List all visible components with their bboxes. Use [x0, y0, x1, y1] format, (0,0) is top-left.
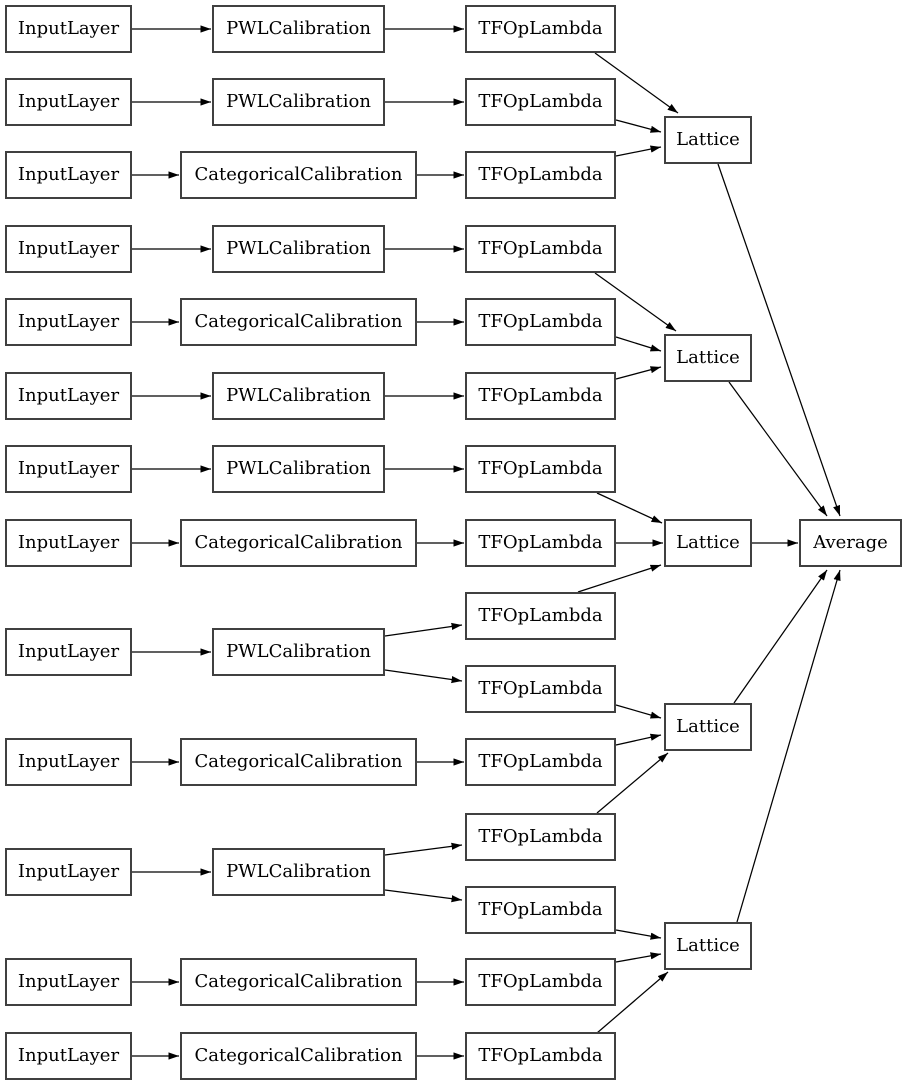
node-lattice-lat4: Lattice: [664, 703, 752, 751]
node-tfoplambda-tf12: TFOpLambda: [465, 813, 616, 861]
node-pwlcalibration-cal4: PWLCalibration: [212, 225, 385, 273]
node-categoricalcalibration-cal5: CategoricalCalibration: [180, 298, 417, 346]
node-tfoplambda-tf4: TFOpLambda: [465, 225, 616, 273]
edge-tf13-lat5: [615, 929, 662, 940]
edge-lat5-avg: [736, 569, 841, 923]
node-tfoplambda-tf9: TFOpLambda: [465, 592, 616, 640]
edge-lat2-avg: [728, 381, 828, 517]
edge-tf14-lat5: [615, 952, 662, 963]
node-inputlayer-in9: InputLayer: [5, 628, 132, 676]
node-tfoplambda-tf2: TFOpLambda: [465, 78, 616, 126]
node-inputlayer-in12: InputLayer: [5, 958, 132, 1006]
node-pwlcalibration-cal11: PWLCalibration: [212, 848, 385, 896]
edge-tf9-lat3: [577, 564, 662, 593]
node-average-avg: Average: [799, 519, 902, 567]
node-inputlayer-in4: InputLayer: [5, 225, 132, 273]
node-inputlayer-in10: InputLayer: [5, 738, 132, 786]
node-inputlayer-in5: InputLayer: [5, 298, 132, 346]
edge-tf15-lat5: [596, 971, 669, 1034]
node-inputlayer-in13: InputLayer: [5, 1032, 132, 1080]
edge-tf4-lat2: [594, 272, 677, 332]
edge-tf5-lat2: [615, 336, 662, 352]
node-tfoplambda-tf11: TFOpLambda: [465, 738, 616, 786]
edge-tf12-lat4: [596, 752, 669, 814]
node-categoricalcalibration-cal13: CategoricalCalibration: [180, 1032, 417, 1080]
node-inputlayer-in1: InputLayer: [5, 5, 132, 53]
node-lattice-lat2: Lattice: [664, 334, 752, 382]
edge-cal11-tf12: [384, 842, 463, 856]
node-lattice-lat5: Lattice: [664, 922, 752, 970]
node-categoricalcalibration-cal3: CategoricalCalibration: [180, 151, 417, 199]
edge-tf11-lat4: [615, 733, 662, 746]
node-inputlayer-in3: InputLayer: [5, 151, 132, 199]
node-tfoplambda-tf5: TFOpLambda: [465, 298, 616, 346]
node-pwlcalibration-cal7: PWLCalibration: [212, 445, 385, 493]
edge-tf10-lat4: [615, 704, 662, 719]
node-inputlayer-in11: InputLayer: [5, 848, 132, 896]
node-tfoplambda-tf10: TFOpLambda: [465, 665, 616, 713]
node-tfoplambda-tf15: TFOpLambda: [465, 1032, 616, 1080]
node-tfoplambda-tf1: TFOpLambda: [465, 5, 616, 53]
node-lattice-lat1: Lattice: [664, 116, 752, 164]
node-pwlcalibration-cal6: PWLCalibration: [212, 372, 385, 420]
node-lattice-lat3: Lattice: [664, 519, 752, 567]
edge-cal9-tf9: [384, 622, 463, 637]
edge-cal11-tf13: [384, 889, 463, 903]
edge-lat1-avg: [717, 163, 841, 517]
edge-tf6-lat2: [615, 366, 662, 380]
node-pwlcalibration-cal9: PWLCalibration: [212, 628, 385, 676]
node-categoricalcalibration-cal8: CategoricalCalibration: [180, 519, 417, 567]
edge-tf2-lat1: [615, 119, 662, 133]
edge-lat4-avg: [733, 569, 828, 704]
node-tfoplambda-tf6: TFOpLambda: [465, 372, 616, 420]
node-pwlcalibration-cal1: PWLCalibration: [212, 5, 385, 53]
edge-cal9-tf10: [384, 669, 463, 684]
node-inputlayer-in6: InputLayer: [5, 372, 132, 420]
node-categoricalcalibration-cal10: CategoricalCalibration: [180, 738, 417, 786]
node-inputlayer-in2: InputLayer: [5, 78, 132, 126]
node-tfoplambda-tf3: TFOpLambda: [465, 151, 616, 199]
node-tfoplambda-tf14: TFOpLambda: [465, 958, 616, 1006]
edge-tf1-lat1: [594, 52, 679, 114]
node-tfoplambda-tf8: TFOpLambda: [465, 519, 616, 567]
node-inputlayer-in8: InputLayer: [5, 519, 132, 567]
node-tfoplambda-tf7: TFOpLambda: [465, 445, 616, 493]
edge-tf3-lat1: [615, 145, 662, 157]
edge-tf7-lat3: [596, 492, 663, 524]
node-inputlayer-in7: InputLayer: [5, 445, 132, 493]
node-categoricalcalibration-cal12: CategoricalCalibration: [180, 958, 417, 1006]
node-tfoplambda-tf13: TFOpLambda: [465, 886, 616, 934]
node-pwlcalibration-cal2: PWLCalibration: [212, 78, 385, 126]
